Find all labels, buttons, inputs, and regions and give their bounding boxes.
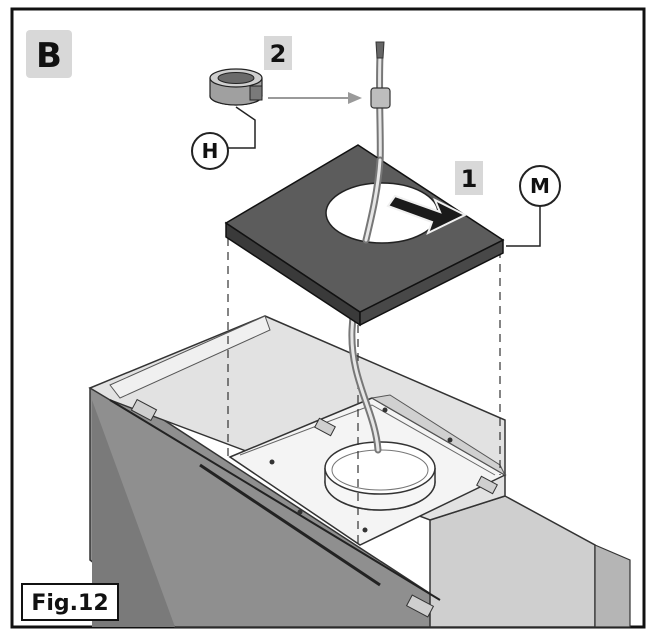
bracket-right xyxy=(476,475,498,495)
panel-letter: B xyxy=(36,36,62,76)
figure-label-box xyxy=(21,583,119,621)
screw-hole-1 xyxy=(269,459,275,465)
callout-h-circle xyxy=(191,132,229,170)
cable-tip xyxy=(375,41,385,59)
panel-letter-badge xyxy=(26,30,72,78)
screw-hole-3 xyxy=(382,407,388,413)
figure-label: Fig.12 xyxy=(31,591,108,616)
hood-right-face xyxy=(594,544,631,628)
bracket-left xyxy=(130,398,158,422)
step-2-badge xyxy=(264,36,292,70)
callout-h-label: H xyxy=(202,139,219,163)
step-1-badge xyxy=(455,161,483,195)
opening-inner-edge xyxy=(239,404,496,476)
screw-hole-2 xyxy=(297,509,303,515)
callout-h-leader xyxy=(226,106,256,149)
bracket-bottom xyxy=(405,594,435,618)
step-2-number: 2 xyxy=(270,40,287,68)
callout-m-label: M xyxy=(530,174,550,198)
hood-edge-line xyxy=(109,399,441,601)
pointer-arrow-head xyxy=(348,92,362,104)
cable-through-hole-highlight xyxy=(364,158,382,242)
callout-m-circle xyxy=(519,165,561,207)
hood-slot-line xyxy=(199,463,381,587)
bracket-mid xyxy=(314,417,336,437)
callout-m-leader xyxy=(506,205,541,247)
hood-top-back-strip xyxy=(109,315,271,399)
screw-hole-4 xyxy=(447,437,453,443)
step-1-number: 1 xyxy=(461,165,478,193)
grommet-on-cable xyxy=(370,87,391,109)
insert-arrow xyxy=(386,194,468,235)
grommet-part xyxy=(209,68,263,106)
screw-hole-5 xyxy=(362,527,368,533)
hood-left-side-shade xyxy=(92,400,175,627)
